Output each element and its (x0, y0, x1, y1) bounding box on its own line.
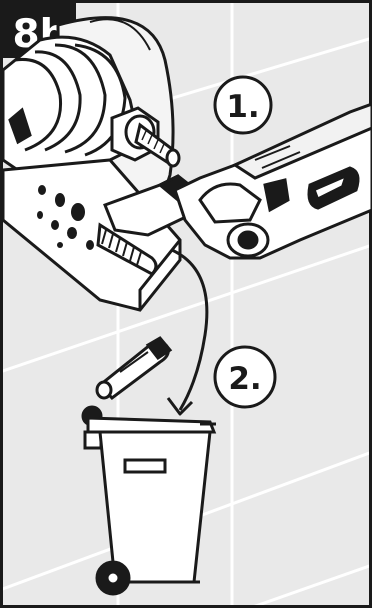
step-2-label: 2. (228, 361, 261, 397)
step-1-callout: 1. (215, 77, 271, 133)
step-1-label: 1. (226, 89, 259, 125)
step-2-callout: 2. (215, 347, 275, 407)
